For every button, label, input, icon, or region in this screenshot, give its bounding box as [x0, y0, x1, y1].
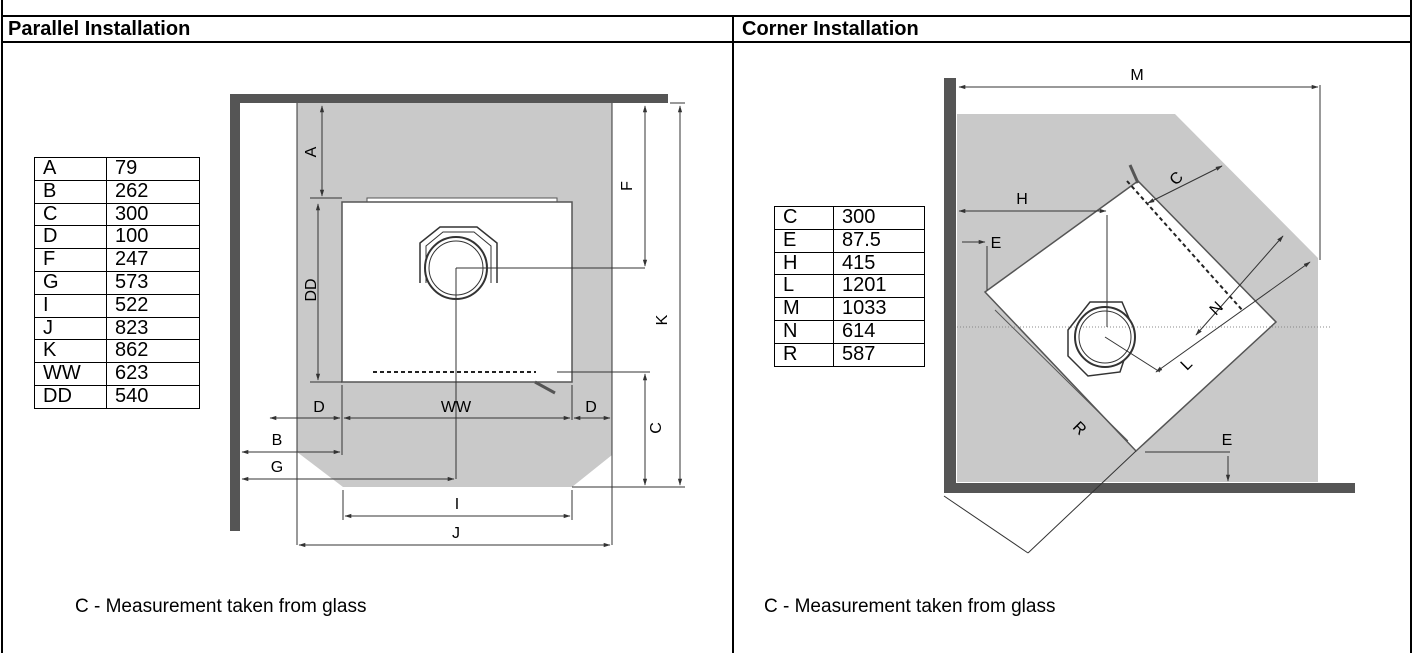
dimension-value: 573 [106, 270, 200, 295]
column-divider [732, 15, 734, 653]
dimension-value: 415 [833, 251, 925, 276]
parallel-label-B: B [272, 432, 283, 449]
dimension-value: 522 [106, 293, 200, 318]
corner-label-E-bottom: E [1222, 432, 1233, 449]
parallel-diagram: A DD F K C D WW D B G I J [230, 94, 685, 548]
corner-label-M: M [1130, 67, 1143, 84]
corner-back-wall [944, 483, 1355, 493]
parallel-label-DD: DD [303, 278, 320, 301]
dimension-value: 1201 [833, 274, 925, 299]
dimension-key: R [774, 342, 834, 367]
corner-installation-title: Corner Installation [742, 18, 919, 40]
parallel-label-A: A [303, 146, 320, 157]
corner-diagram: M H E C N L R E [943, 67, 1355, 554]
header-bottom-rule [1, 41, 1412, 43]
dimension-value: 587 [833, 342, 925, 367]
corner-label-H: H [1016, 191, 1028, 208]
dimension-key: A [34, 157, 107, 181]
dimension-key: D [34, 225, 107, 250]
dimension-key: M [774, 297, 834, 321]
corner-label-E-top: E [991, 235, 1002, 252]
parallel-label-G: G [271, 459, 283, 476]
parallel-caption: C - Measurement taken from glass [75, 596, 367, 617]
parallel-label-D-right: D [585, 399, 597, 416]
parallel-label-D-left: D [313, 399, 325, 416]
dimension-key: DD [34, 384, 107, 409]
dimension-key: N [774, 319, 834, 344]
parallel-label-J: J [452, 525, 460, 542]
parallel-installation-title: Parallel Installation [8, 18, 191, 40]
dimension-value: 1033 [833, 297, 925, 321]
parallel-label-I: I [455, 496, 459, 513]
dimension-value: 87.5 [833, 228, 925, 253]
dimension-key: L [774, 274, 834, 299]
dimension-value: 614 [833, 319, 925, 344]
dimension-value: 540 [106, 384, 200, 409]
parallel-stove [341, 197, 573, 395]
dimension-value: 79 [106, 157, 200, 181]
parallel-back-wall [230, 94, 668, 103]
parallel-label-K: K [654, 314, 671, 325]
parallel-label-C: C [648, 422, 665, 434]
dimension-value: 823 [106, 316, 200, 341]
dimension-key: I [34, 293, 107, 318]
dimension-key: WW [34, 362, 107, 386]
dimension-key: C [34, 202, 107, 227]
dimension-key: K [34, 339, 107, 364]
dimension-value: 300 [833, 206, 925, 230]
dimension-value: 247 [106, 248, 200, 272]
dimension-value: 300 [106, 202, 200, 227]
dimension-value: 262 [106, 179, 200, 204]
dimension-key: H [774, 251, 834, 276]
dimension-value: 100 [106, 225, 200, 250]
parallel-label-WW: WW [441, 399, 472, 416]
parallel-side-wall [230, 94, 240, 531]
dimension-key: B [34, 179, 107, 204]
corner-caption: C - Measurement taken from glass [764, 596, 1056, 617]
header-top-rule [1, 15, 1412, 17]
dimension-key: F [34, 248, 107, 272]
dimension-key: C [774, 206, 834, 230]
dimension-key: G [34, 270, 107, 295]
parallel-label-F: F [619, 181, 636, 191]
dimension-key: J [34, 316, 107, 341]
corner-side-wall [944, 78, 956, 493]
dimension-value: 623 [106, 362, 200, 386]
dimension-key: E [774, 228, 834, 253]
dimension-value: 862 [106, 339, 200, 364]
